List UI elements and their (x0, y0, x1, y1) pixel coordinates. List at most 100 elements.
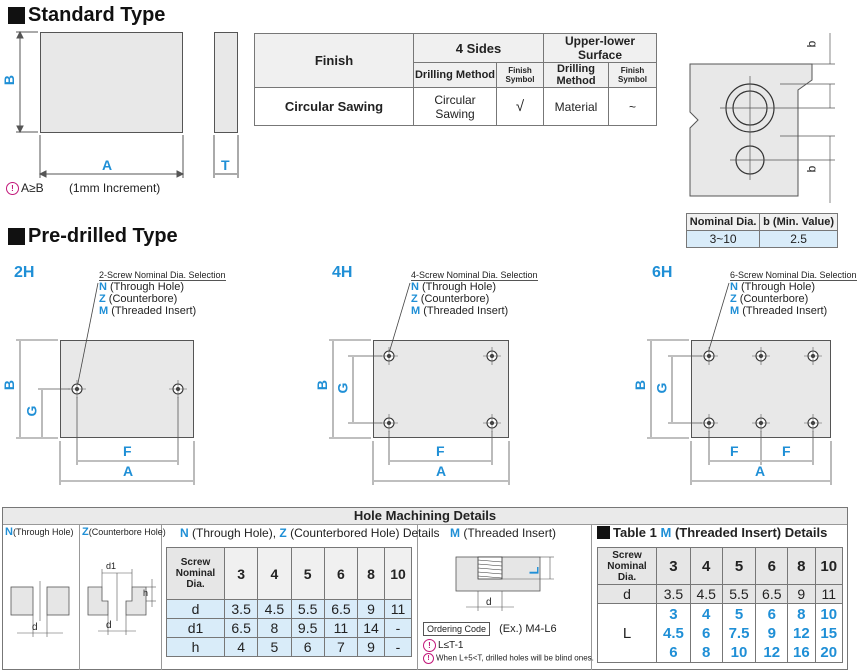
threaded-insert-sketch (455, 556, 554, 611)
through-hole-sketch (10, 581, 70, 637)
nz-cell: 11 (323, 618, 359, 638)
dim-label-a: A (102, 157, 113, 173)
finish-symbol-header-2: Finish Symbol (608, 62, 657, 88)
nominal-dia-value: 3~10 (685, 230, 761, 248)
2h-label-a: A (123, 463, 134, 479)
table1-col: 8 (787, 547, 816, 585)
finish-row-label: Circular Sawing (254, 87, 414, 126)
four-sides-method: Circular Sawing (413, 87, 497, 126)
counterbore-sketch (87, 569, 156, 635)
table1: Screw Nominal Dia. 3 4 5 6 8 10 d 3.5 4.… (597, 547, 844, 663)
nz-cell: - (384, 618, 412, 638)
standard-dimension-lines (16, 30, 239, 178)
table1-col: 5 (721, 547, 757, 585)
nz-row-label: d1 (166, 618, 225, 638)
table1-col: 4 (689, 547, 723, 585)
nz-cell: 5.5 (290, 599, 325, 619)
variant-2h-options: 2-Screw Nominal Dia. Selection N (Throug… (99, 270, 226, 317)
nz-cell: 14 (357, 618, 385, 638)
nz-cell: 7 (323, 637, 359, 657)
6h-label-b: B (632, 379, 649, 391)
divider (591, 524, 592, 670)
table1-title: Table 1 M (Threaded Insert) Details (597, 525, 827, 540)
z-label-d: d (106, 620, 112, 631)
finish-symbol-header: Finish Symbol (496, 62, 544, 88)
plate-4h (373, 340, 509, 438)
square-bullet-icon (597, 526, 610, 539)
6h-label-f1: F (730, 443, 739, 459)
variant-4h-options: 4-Screw Nominal Dia. Selection N (Throug… (411, 270, 538, 317)
b-min-header: b (Min. Value) (759, 213, 838, 231)
table1-d-cell: 4.5 (689, 584, 723, 604)
nz-col: 5 (290, 547, 325, 600)
nz-screw-header: Screw Nominal Dia. (166, 547, 225, 600)
nz-cell: 6.5 (223, 618, 259, 638)
table1-col: 10 (814, 547, 844, 585)
divider (161, 524, 162, 670)
drilling-method-header: Drilling Method (413, 62, 497, 88)
nz-cell: 4.5 (257, 599, 292, 619)
upper-symbol: ~ (608, 87, 657, 126)
table1-l-label: L (597, 603, 657, 663)
table1-d-cell: 6.5 (755, 584, 789, 604)
m-label-d: d (486, 597, 492, 608)
table1-d-cell: 9 (787, 584, 816, 604)
nz-col: 8 (357, 547, 385, 600)
nz-cell: 9 (357, 599, 385, 619)
drilling-method-header-2: Drilling Method (543, 62, 609, 88)
nz-cell: 5 (257, 637, 292, 657)
nz-col: 6 (323, 547, 359, 600)
nz-col: 4 (257, 547, 292, 600)
4h-label-g: G (334, 382, 351, 394)
nz-cell: 11 (384, 599, 412, 619)
ordering-code-box: Ordering Code (423, 622, 491, 636)
nz-cell: 3.5 (223, 599, 259, 619)
size-note: !A≥B (1mm Increment) (6, 181, 160, 196)
nz-cell: 9.5 (290, 618, 325, 638)
min-b-label-top: b (804, 40, 819, 48)
z-label-d1: d1 (106, 561, 117, 571)
caution-icon: ! (6, 182, 19, 196)
nominal-dia-header: Nominal Dia. (685, 213, 761, 231)
variant-6h-code: 6H (652, 264, 673, 281)
caution-icon: ! (423, 639, 436, 652)
standard-plate-front (40, 32, 183, 133)
variant-4h-code: 4H (332, 264, 353, 281)
nz-row-label: h (166, 637, 225, 657)
m-note-1: !L≤T-1 (423, 639, 464, 652)
square-bullet-icon (8, 7, 25, 24)
four-sides-symbol: √ (496, 87, 544, 126)
standard-plate-side (214, 32, 238, 133)
divider (417, 524, 418, 670)
6h-label-a: A (755, 463, 766, 479)
min-value-table: Nominal Dia. b (Min. Value) 3~10 2.5 (685, 213, 838, 248)
nz-col: 10 (384, 547, 412, 600)
upper-lower-header: Upper-lower Surface (543, 33, 657, 63)
dim-label-t: T (221, 157, 230, 173)
nz-details-table: Screw Nominal Dia. 3 4 5 6 8 10 d 3.5 4.… (166, 547, 412, 657)
table1-d-cell: 11 (814, 584, 844, 604)
4h-label-b: B (314, 379, 331, 391)
four-sides-header: 4 Sides (413, 33, 544, 63)
hole-details-title: Hole Machining Details (3, 508, 847, 525)
min-b-label-bottom: b (804, 165, 819, 173)
square-bullet-icon (8, 228, 25, 245)
2h-label-b: B (1, 379, 18, 391)
table1-screw-header: Screw Nominal Dia. (597, 547, 657, 585)
hole-details-panel (2, 507, 848, 670)
nz-cell: - (384, 637, 412, 657)
caution-icon: ! (423, 653, 434, 664)
z-column-header: Z(Counterbore Hole) (82, 526, 166, 538)
table1-col: 6 (755, 547, 789, 585)
upper-method: Material (543, 87, 609, 126)
nz-cell: 9 (357, 637, 385, 657)
variant-6h-options: 6-Screw Nominal Dia. Selection N (Throug… (730, 270, 857, 317)
m-label-l: L (526, 566, 542, 575)
finish-table: Finish 4 Sides Upper-lower Surface Drill… (254, 33, 657, 126)
6h-label-f2: F (782, 443, 791, 459)
variant-2h-code: 2H (14, 264, 35, 281)
